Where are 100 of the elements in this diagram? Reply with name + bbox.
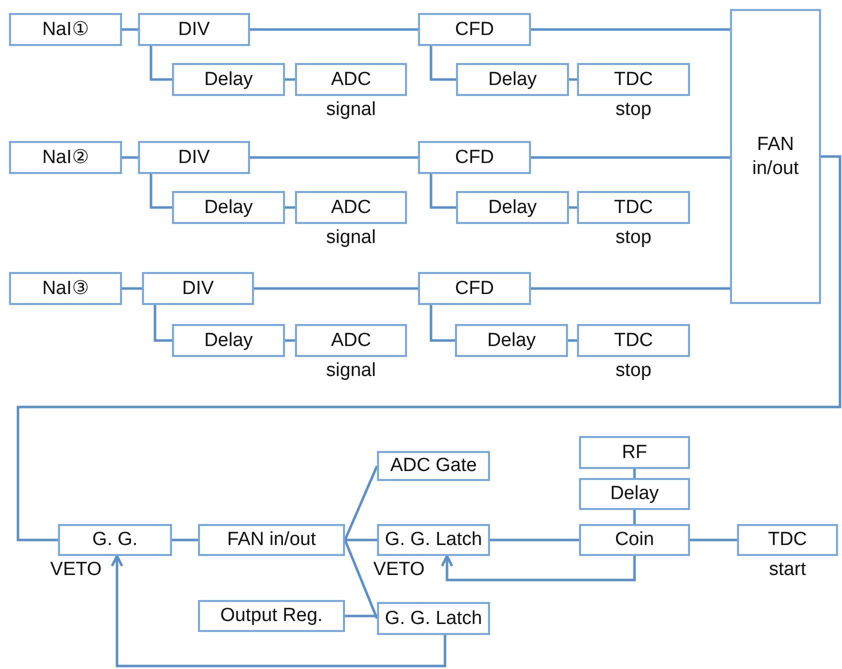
- block-label: ADC: [330, 328, 372, 352]
- connector-line: [250, 28, 418, 31]
- port-label: start: [768, 558, 807, 582]
- port-label: VETO: [372, 558, 426, 582]
- block-label: Coin: [614, 528, 654, 552]
- block-box: [577, 63, 690, 96]
- connector-line: [122, 156, 138, 159]
- block-box: [138, 141, 250, 174]
- block-box: [172, 324, 285, 357]
- block-box: [377, 451, 490, 481]
- connector-line: [250, 156, 418, 159]
- port-label: signal: [325, 226, 377, 250]
- port-label: signal: [325, 98, 377, 122]
- block-box: [138, 13, 250, 46]
- block-label: TDC: [768, 528, 808, 552]
- block-label: G. G. Latch: [384, 606, 482, 630]
- connector-line: [430, 174, 456, 209]
- block-label: Delay: [610, 482, 659, 506]
- block-box: [577, 191, 690, 224]
- block-box: [172, 63, 285, 96]
- block-label: Delay: [204, 196, 253, 220]
- connector-line: [345, 614, 377, 618]
- block-label: FAN in/out: [751, 132, 800, 180]
- block-box: [295, 191, 407, 224]
- block-label: DIV: [182, 276, 214, 300]
- block-box: [142, 272, 254, 305]
- block-label: DIV: [178, 146, 210, 170]
- port-label: VETO: [49, 558, 103, 582]
- connector-line: [150, 174, 172, 209]
- connector-line: [254, 287, 418, 290]
- block-label: NaI①: [42, 18, 89, 42]
- block-box: [455, 324, 568, 357]
- block-box: [377, 524, 490, 556]
- block-label: Delay: [204, 68, 253, 92]
- block-box: [9, 272, 122, 305]
- block-box: [198, 524, 345, 556]
- block-box: [579, 524, 690, 556]
- block-box: [295, 63, 407, 96]
- connector-line: [569, 206, 577, 209]
- block-label: Output Reg.: [220, 604, 323, 628]
- connector-line: [150, 46, 172, 81]
- connector-line: [285, 339, 295, 342]
- block-box: [58, 524, 172, 556]
- block-box: [295, 324, 407, 357]
- port-label: stop: [614, 226, 652, 250]
- connector-line: [110, 554, 446, 668]
- block-label: CFD: [454, 146, 494, 170]
- block-label: NaI②: [42, 146, 89, 170]
- block-label: Delay: [204, 328, 253, 352]
- connector-line: [490, 538, 579, 542]
- connector-line: [154, 305, 172, 342]
- block-label: CFD: [454, 276, 494, 300]
- connector-line: [344, 540, 378, 619]
- connector-line: [569, 78, 577, 81]
- connector-line: [633, 469, 636, 478]
- connector-line: [344, 466, 378, 540]
- block-box: [456, 191, 569, 224]
- block-box: [577, 324, 690, 357]
- connector-line: [633, 510, 636, 524]
- block-label: RF: [622, 440, 648, 464]
- connector-line: [531, 156, 730, 159]
- connector-line: [568, 339, 577, 342]
- connector-line: [16, 155, 842, 542]
- connector-line: [531, 287, 730, 290]
- connector-line: [345, 538, 377, 542]
- connector-line: [122, 28, 138, 31]
- block-box: [377, 602, 490, 635]
- block-label: TDC: [614, 328, 654, 352]
- block-label: Delay: [488, 196, 537, 220]
- block-label: CFD: [454, 18, 494, 42]
- port-label: stop: [614, 98, 652, 122]
- block-label: ADC: [330, 68, 372, 92]
- block-box: [418, 13, 531, 46]
- block-label: Delay: [488, 68, 537, 92]
- block-label: G. G.: [92, 528, 138, 552]
- connector-line: [430, 46, 456, 81]
- block-label: ADC Gate: [390, 454, 477, 478]
- block-box: [198, 600, 345, 632]
- block-box: [456, 63, 569, 96]
- connector-line: [690, 538, 737, 542]
- connector-line: [122, 287, 142, 290]
- block-label: FAN in/out: [227, 528, 316, 552]
- block-label: DIV: [178, 18, 210, 42]
- block-label: TDC: [614, 68, 654, 92]
- connector-line: [285, 206, 295, 209]
- block-label: TDC: [614, 196, 654, 220]
- block-box: [9, 141, 122, 174]
- port-label: stop: [614, 359, 652, 383]
- block-box: [737, 524, 838, 556]
- block-label: NaI③: [42, 276, 89, 300]
- connector-line: [172, 538, 198, 542]
- block-box: [9, 13, 122, 46]
- block-label: Delay: [487, 328, 536, 352]
- block-box: [579, 478, 690, 510]
- connector-line: [285, 78, 295, 81]
- block-box: [579, 436, 690, 469]
- block-box: [418, 272, 531, 305]
- block-box: [418, 141, 531, 174]
- connector-line: [440, 554, 636, 582]
- block-label: ADC: [330, 196, 372, 220]
